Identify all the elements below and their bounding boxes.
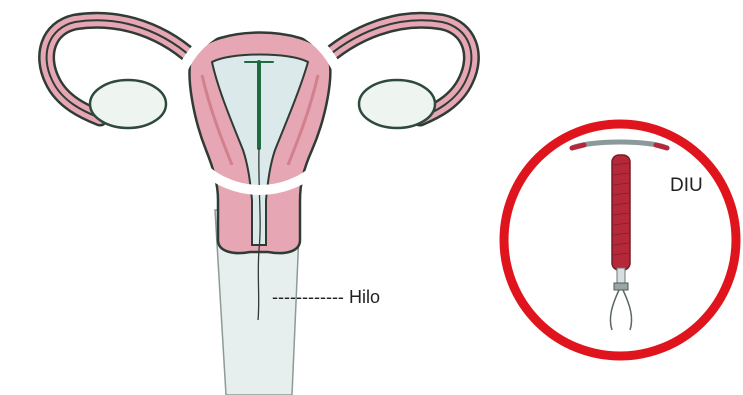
ovary-right [359, 80, 435, 128]
ovary-left [90, 80, 166, 128]
device-label: DIU [670, 176, 703, 195]
thread-label: ------------ Hilo [272, 288, 380, 306]
thread-leader-dashes: ------------ [272, 287, 344, 307]
thread-label-text: Hilo [349, 287, 380, 307]
